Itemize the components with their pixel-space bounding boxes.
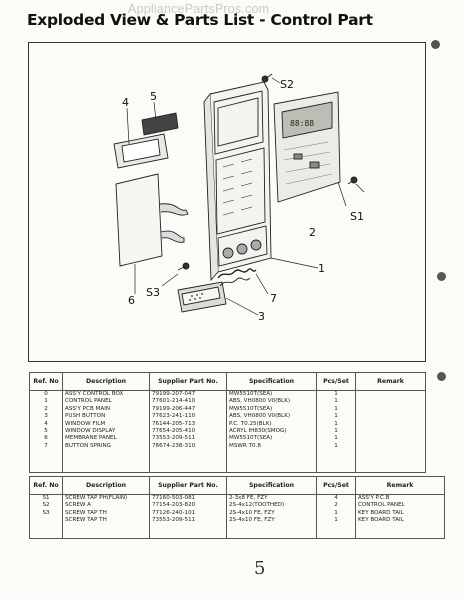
callout-s1: S1 (350, 210, 364, 223)
callout-7: 7 (270, 292, 277, 305)
header-remark: Remark (355, 476, 445, 495)
push-button-part (177, 281, 227, 313)
punch-hole-mark (431, 40, 440, 49)
screws-table-header: Ref. No Description Supplier Part No. Sp… (29, 476, 445, 495)
callout-2: 2 (309, 226, 316, 239)
watermark: AppliancePartsPros.com (128, 2, 270, 16)
header-remark: Remark (355, 372, 426, 391)
pcb-main-part: 88:88 (273, 91, 341, 203)
button-spring-part (217, 268, 257, 287)
callout-1: 1 (318, 262, 325, 275)
header-pcs-set: Pcs/Set (316, 476, 356, 495)
callout-s2: S2 (280, 78, 294, 91)
header-supplier-part-no: Supplier Part No. (149, 476, 227, 495)
window-display-part (113, 133, 169, 169)
diagram-frame (28, 42, 426, 362)
page-number: 5 (254, 558, 266, 579)
display-text: 88:88 (290, 119, 314, 128)
parts-table-header: Ref. No Description Supplier Part No. Sp… (29, 372, 426, 391)
callout-s3: S3 (146, 286, 160, 299)
header-supplier-part-no: Supplier Part No. (149, 372, 227, 391)
callout-5: 5 (150, 90, 157, 103)
callout-4: 4 (122, 96, 129, 109)
callout-3: 3 (258, 310, 265, 323)
header-ref-no: Ref. No (29, 372, 63, 391)
remark-column (355, 390, 426, 473)
header-pcs-set: Pcs/Set (316, 372, 356, 391)
window-film-part (141, 112, 179, 136)
punch-hole-mark (437, 372, 446, 381)
header-description: Description (62, 372, 150, 391)
specification-column: MW5510T(SEA)ABS, VH0800 V0(BLK)MW5510T(S… (226, 390, 317, 473)
header-specification: Specification (226, 372, 317, 391)
control-panel-part (203, 81, 272, 282)
exploded-view-diagram: 88:88 (113, 73, 365, 323)
page-title: Exploded View & Parts List - Control Par… (27, 11, 373, 29)
screw-s3 (177, 262, 190, 271)
header-specification: Specification (226, 476, 317, 495)
screws-table: Ref. No Description Supplier Part No. Sp… (29, 476, 445, 539)
screw-s2 (261, 73, 273, 83)
header-ref-no: Ref. No (29, 476, 63, 495)
screw-s1 (347, 176, 358, 185)
membrane-panel-part (115, 173, 189, 267)
parts-table: Ref. No Description Supplier Part No. Sp… (29, 372, 426, 473)
callout-6: 6 (128, 294, 135, 307)
header-description: Description (62, 476, 150, 495)
punch-hole-mark (437, 272, 446, 281)
